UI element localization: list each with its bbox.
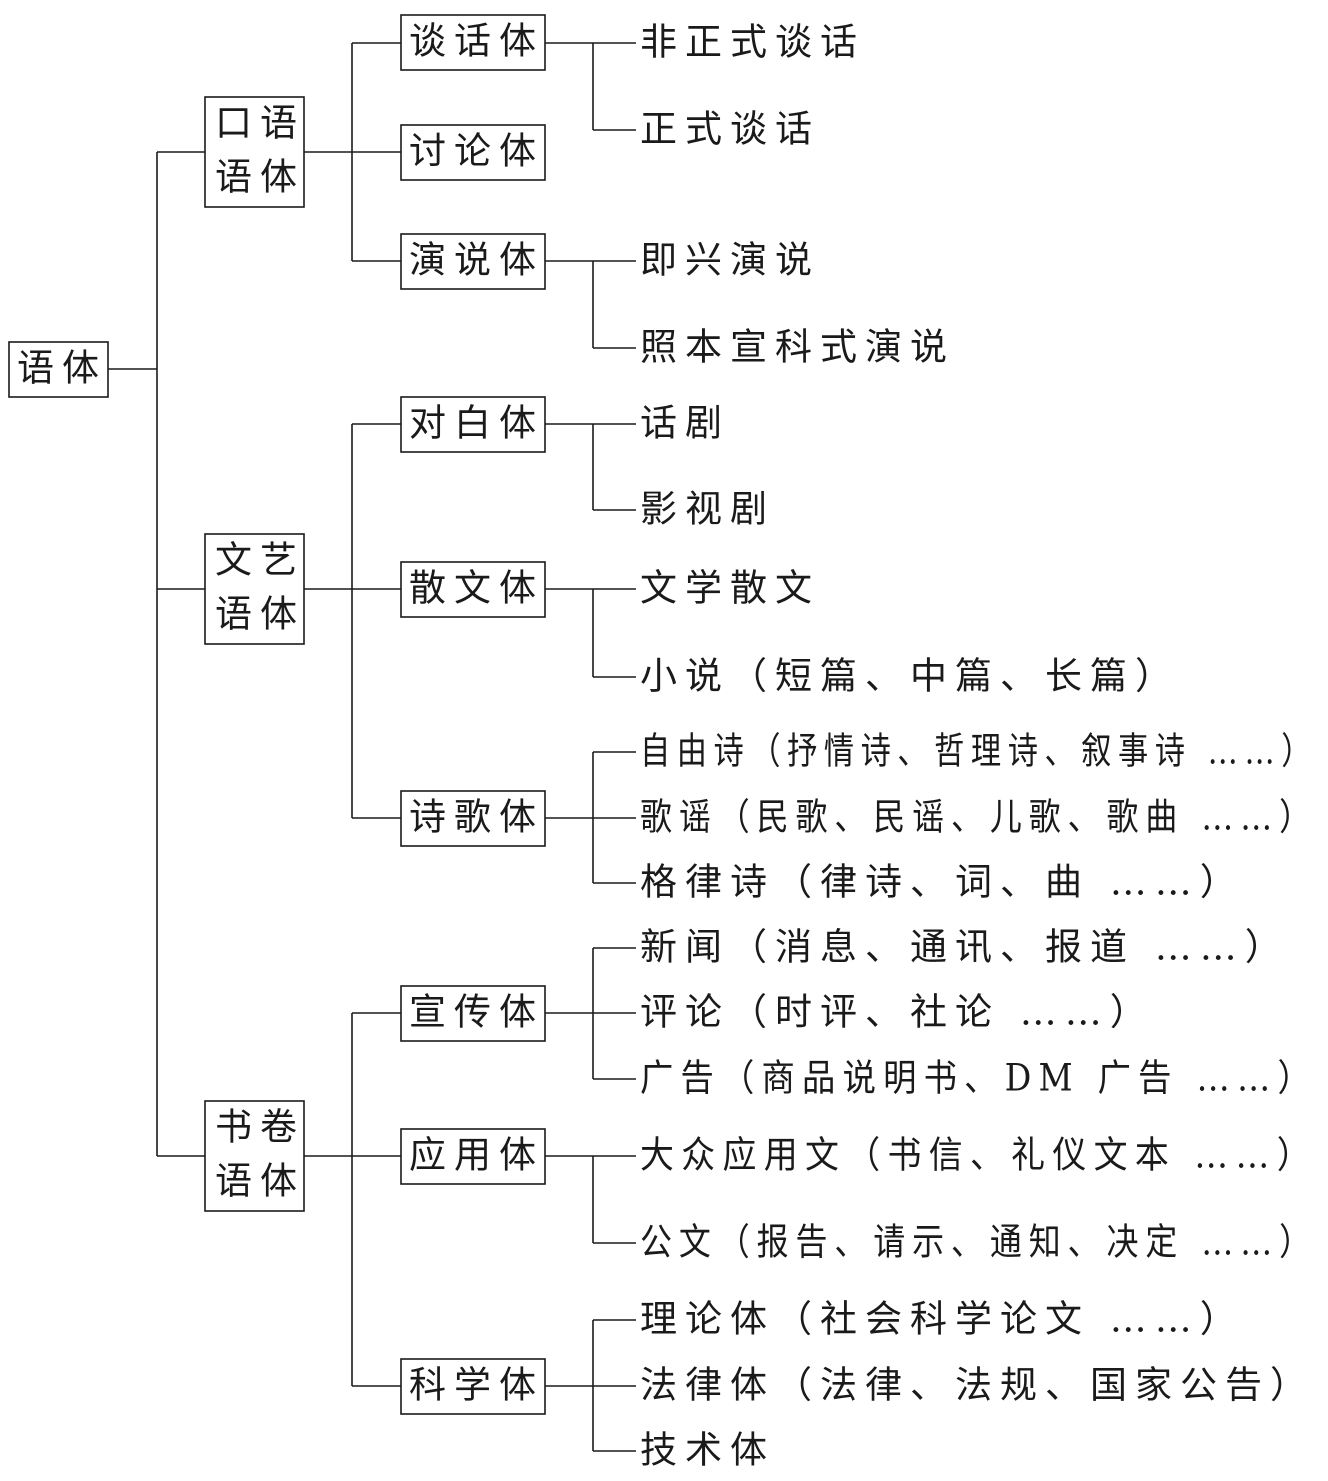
root-node: 语体 [8, 341, 109, 398]
level1-node-literary: 文艺 语体 [204, 533, 305, 645]
leaf-label: 广告（商品说明书、DM 广告 ……） [640, 1057, 1318, 1100]
level2-node-label: 应用体 [409, 1134, 544, 1177]
level2-node-box [400, 396, 546, 453]
leaf-label: 文学散文 [640, 567, 820, 610]
level1-node-label-line1: 文艺 [215, 539, 305, 582]
leaf-label: 正式谈话 [640, 108, 820, 151]
level1-node-label-line1: 书卷 [215, 1106, 305, 1149]
level2-node-speech: 演说体 [400, 233, 546, 290]
level2-node-label: 诗歌体 [409, 796, 544, 839]
level1-node-box [204, 533, 305, 645]
level2-node-box [400, 124, 546, 181]
level1-node-box [204, 96, 305, 208]
level2-node-box [400, 1358, 546, 1415]
root-node-label: 语体 [17, 347, 107, 390]
level1-node-label-line2: 语体 [215, 1160, 305, 1203]
leaf-label: 即兴演说 [640, 239, 820, 282]
level2-node-label: 演说体 [409, 239, 544, 282]
level2-node-talk: 谈话体 [400, 14, 546, 71]
leaf-label: 大众应用文（书信、礼仪文本 ……） [640, 1134, 1318, 1177]
level2-node-label: 谈话体 [409, 20, 544, 63]
leaf-label: 自由诗（抒情诗、哲理诗、叙事诗 ……） [640, 730, 1318, 773]
level2-node-box [400, 561, 546, 618]
level2-node-box [400, 14, 546, 71]
level1-node-box [204, 1100, 305, 1212]
level2-node-label: 对白体 [409, 402, 544, 445]
level2-node-poetry: 诗歌体 [400, 790, 546, 847]
leaf-label: 理论体（社会科学论文 ……） [640, 1298, 1245, 1341]
leaf-label: 歌谣（民歌、民谣、儿歌、歌曲 ……） [640, 796, 1318, 839]
level1-node-label-line1: 口语 [215, 102, 305, 145]
level2-node-dialogue: 对白体 [400, 396, 546, 453]
leaf-label: 技术体 [640, 1429, 775, 1472]
level1-node-written: 书卷 语体 [204, 1100, 305, 1212]
leaf-label: 小说（短篇、中篇、长篇） [640, 655, 1180, 698]
leaf-label: 格律诗（律诗、词、曲 ……） [640, 861, 1245, 904]
connectors [108, 42, 636, 1452]
level2-node-science: 科学体 [400, 1358, 546, 1415]
level2-node-label: 宣传体 [409, 991, 544, 1034]
level2-node-box [400, 985, 546, 1042]
leaf-label: 非正式谈话 [640, 21, 865, 64]
level2-node-box [400, 790, 546, 847]
level2-node-propaganda: 宣传体 [400, 985, 546, 1042]
level2-node-label: 散文体 [409, 567, 544, 610]
leaf-labels: 非正式谈话 正式谈话 即兴演说 照本宣科式演说 话剧 影视剧 文学散文 小说（短… [640, 21, 1318, 1472]
level2-node-discussion: 讨论体 [400, 124, 546, 181]
level1-node-label-line2: 语体 [215, 593, 305, 636]
root-node-box [8, 341, 109, 398]
leaf-label: 话剧 [640, 402, 730, 445]
level1-node-label-line2: 语体 [215, 156, 305, 199]
level2-node-prose: 散文体 [400, 561, 546, 618]
level1-node-oral: 口语 语体 [204, 96, 305, 208]
level2-node-box [400, 1128, 546, 1185]
leaf-label: 新闻（消息、通讯、报道 ……） [640, 926, 1290, 969]
level2-node-label: 讨论体 [409, 130, 544, 173]
leaf-label: 评论（时评、社论 ……） [640, 991, 1155, 1034]
leaf-label: 照本宣科式演说 [640, 326, 955, 369]
level2-node-box [400, 233, 546, 290]
level2-node-applied: 应用体 [400, 1128, 546, 1185]
leaf-label: 影视剧 [640, 488, 775, 531]
leaf-label: 法律体（法律、法规、国家公告） [640, 1364, 1315, 1407]
level2-node-label: 科学体 [409, 1364, 544, 1407]
leaf-label: 公文（报告、请示、通知、决定 ……） [640, 1221, 1318, 1264]
